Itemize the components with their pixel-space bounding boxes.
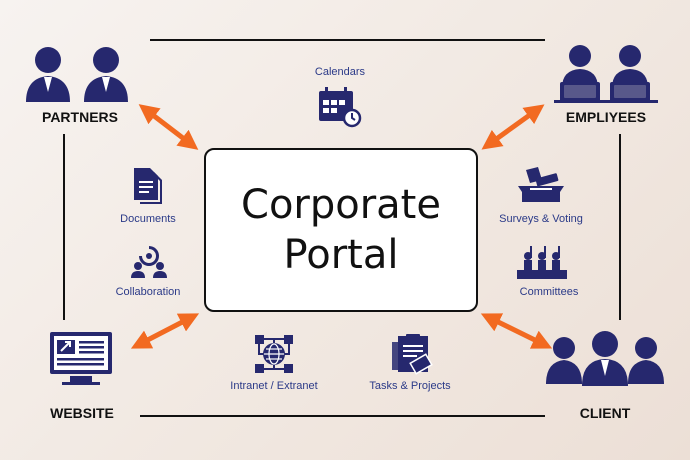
tasks-projects-label: Tasks & Projects [369,380,451,392]
network-globe-icon [255,335,293,373]
intranet-extranet-label: Intranet / Extranet [230,380,318,392]
collaboration-label: Collaboration [115,286,181,298]
website-label: WEBSITE [50,405,114,421]
center-title: Corporate Portal [241,182,441,278]
arrow-client [480,313,553,349]
tasks-projects-icon [392,334,433,375]
arrow-employees [481,104,545,150]
corporate-portal-box: Corporate Portal [204,148,478,312]
client-label: CLIENT [579,405,631,421]
employees-label: EMPLIYEES [565,109,647,125]
committee-icon [517,246,567,279]
partners-label: PARTNERS [42,109,118,125]
ballot-box-icon [518,167,564,202]
documents-icon [134,168,162,204]
committees-label: Committees [519,286,579,298]
employees-icon [554,45,658,103]
documents-label: Documents [120,213,176,225]
arrow-partners [138,104,199,150]
calendars-label: Calendars [314,66,366,78]
arrow-website [130,313,200,349]
partners-icon [26,47,128,102]
calendar-icon [319,87,362,128]
client-icon [546,331,664,386]
collaboration-icon [131,246,167,278]
surveys-voting-label: Surveys & Voting [499,213,583,225]
website-icon [50,332,112,385]
